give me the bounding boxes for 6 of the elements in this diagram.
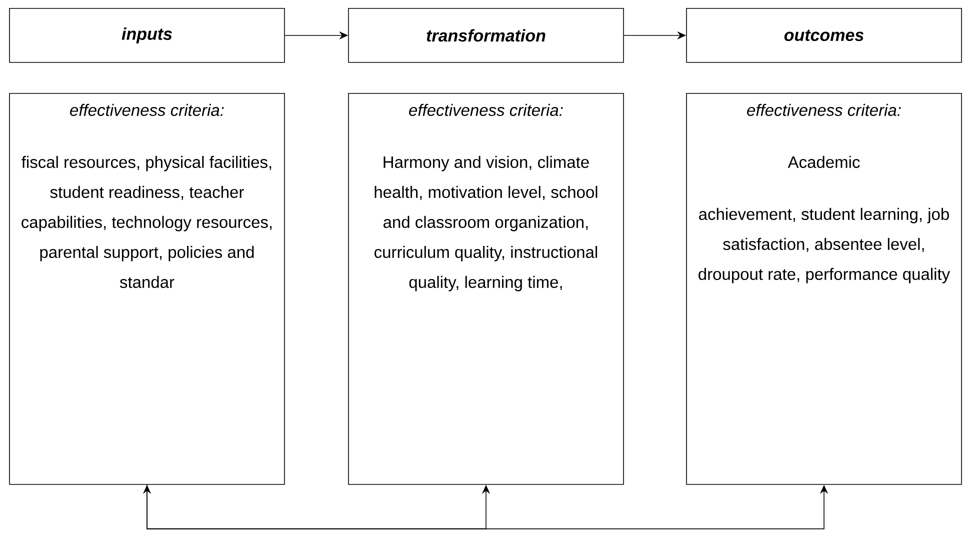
criteria-box: effectiveness criteria: Academic achievement, student learning, job satisfaction, absentee level, droupout rate, performance quality: [686, 93, 962, 485]
process-box: inputs: [9, 8, 285, 63]
criteria-box: effectiveness criteria: fiscal resources, physical facilities, student readiness, teacher capabilities, technology resources, parental support, policies and standar: [9, 93, 285, 485]
criteria-box: effectiveness criteria: Harmony and vision, climate health, motivation level, school and classroom organization, curriculum quality, instructional quality, learning time,: [348, 93, 624, 485]
process-box: transformation: [348, 8, 624, 63]
process-box: outcomes: [686, 8, 962, 63]
